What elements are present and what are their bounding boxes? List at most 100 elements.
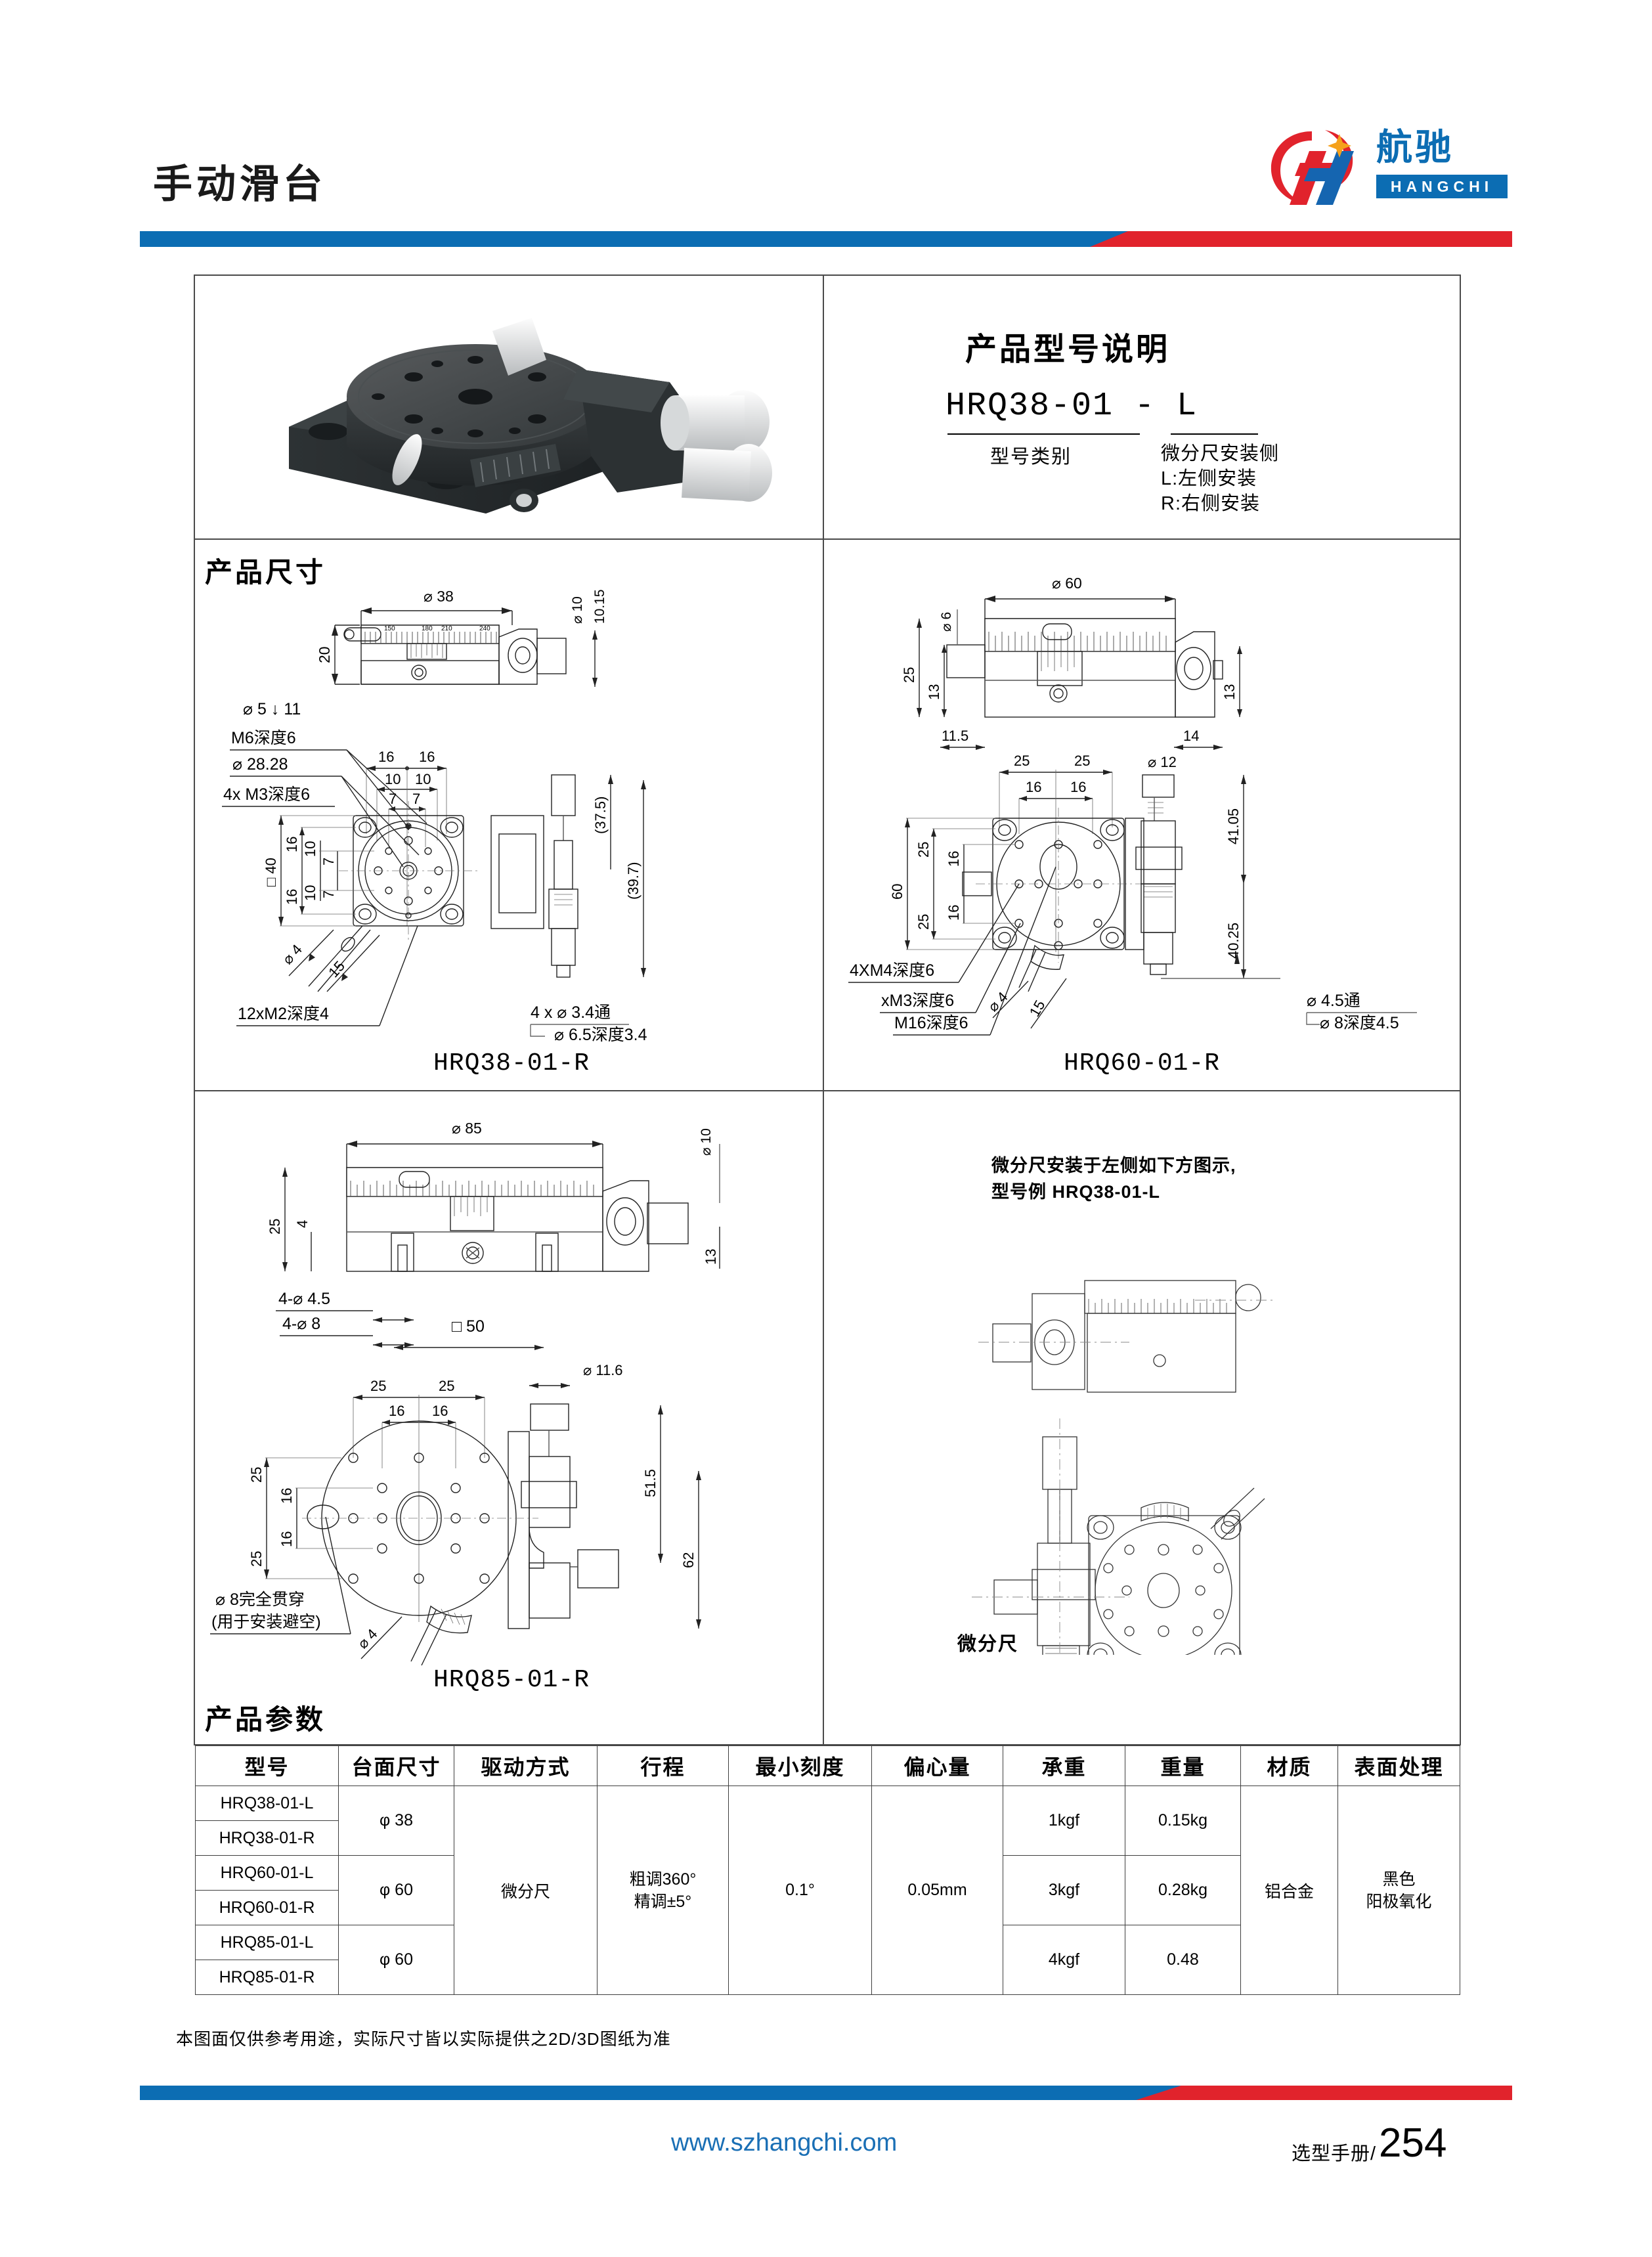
product-parameters-table: 型号 台面尺寸 驱动方式 行程 最小刻度 偏心量 承重 重量 材质 表面处理 H… xyxy=(195,1745,1460,1995)
dim-v4105: 41.05 xyxy=(1225,808,1242,844)
left-side-install-note: 微分尺安装于左侧如下方图示, 型号例 HRQ38-01-L xyxy=(991,1152,1236,1205)
label-c8: 4-⌀ 8 xyxy=(282,1315,320,1333)
model-code: HRQ38-01 - L xyxy=(946,387,1198,425)
page-number: 254 xyxy=(1379,2120,1447,2166)
dim-v25-a: 25 xyxy=(248,1467,265,1483)
cell-travel-line1: 粗调360° xyxy=(629,1870,697,1889)
dim-r13: 13 xyxy=(1221,684,1238,700)
cell-surface: 黑色 阳极氧化 xyxy=(1337,1786,1460,1995)
model-side-line1: 微分尺安装侧 xyxy=(1161,443,1280,464)
cell-eccentric: 0.05mm xyxy=(871,1786,1003,1995)
install-note-line2: 型号例 HRQ38-01-L xyxy=(991,1182,1161,1202)
frame-vertical-divider xyxy=(823,274,824,1743)
caption-hrq60: HRQ60-01-R xyxy=(1064,1049,1221,1078)
dim-v25-a: 25 xyxy=(915,842,932,858)
cell-load: 4kgf xyxy=(1003,1925,1125,1995)
dim-dia12: ⌀ 12 xyxy=(1148,754,1177,770)
dim-h60: 60 xyxy=(889,884,905,900)
cell-min-scale: 0.1° xyxy=(728,1786,872,1995)
th-load: 承重 xyxy=(1003,1745,1125,1786)
model-underline-type xyxy=(947,433,1140,435)
frame-horizontal-divider-1 xyxy=(194,538,1461,540)
label-4xm4: 4XM4深度6 xyxy=(850,961,934,980)
dim-v1015: 10.15 xyxy=(592,589,607,624)
dim-dia10: ⌀ 10 xyxy=(570,596,585,624)
th-material: 材质 xyxy=(1240,1745,1338,1786)
table-row: HRQ85-01-L φ 60 4kgf 0.48 xyxy=(195,1925,1460,1995)
cell-model: HRQ38-01-R xyxy=(195,1820,339,1856)
svg-text:210: 210 xyxy=(441,625,452,632)
cell-stage-size: φ 38 xyxy=(338,1786,454,1856)
dim-v7-a: 7 xyxy=(320,858,337,866)
dim-v10-b: 10 xyxy=(302,885,318,901)
label-m16: M16深度6 xyxy=(894,1014,968,1032)
brand-name-en: HANGCHI xyxy=(1376,175,1508,198)
model-explanation-title: 产品型号说明 xyxy=(965,332,1171,367)
cell-drive: 微分尺 xyxy=(454,1786,598,1995)
dim-dia116: ⌀ 11.6 xyxy=(583,1362,623,1378)
label-m6-depth6: M6深度6 xyxy=(231,729,296,747)
svg-text:150: 150 xyxy=(384,625,395,632)
cell-travel: 粗调360° 精调±5° xyxy=(597,1786,729,1995)
dim-g25-a: 25 xyxy=(370,1378,386,1394)
cell-material: 铝合金 xyxy=(1240,1786,1338,1995)
dim-g25-a: 25 xyxy=(1014,753,1030,769)
dim-v10-a: 10 xyxy=(302,841,318,857)
cell-load: 1kgf xyxy=(1003,1786,1125,1856)
dim-g16-a: 16 xyxy=(378,749,394,765)
section-heading-dimensions: 产品尺寸 xyxy=(205,557,326,588)
dim-v25-b: 25 xyxy=(248,1551,265,1567)
drawing-hrq85: ⌀ 85 xyxy=(210,1103,821,1675)
cell-weight: 0.48 xyxy=(1125,1925,1241,1995)
label-thru8: ⌀ 8完全贯穿 xyxy=(215,1590,305,1609)
frame-vertical-divider-lower xyxy=(823,1090,824,1745)
dim-dia10: ⌀ 10 xyxy=(699,1128,714,1156)
dim-h25: 25 xyxy=(267,1219,283,1235)
dim-g16-a: 16 xyxy=(1026,779,1041,795)
label-thru45: ⌀ 4.5通 xyxy=(1307,992,1360,1010)
dim-dia85: ⌀ 85 xyxy=(452,1120,482,1137)
th-model: 型号 xyxy=(195,1745,339,1786)
label-cb8: ⌀ 8深度4.5 xyxy=(1320,1014,1399,1032)
dim-g25-b: 25 xyxy=(439,1378,454,1394)
dim-r13: 13 xyxy=(703,1249,719,1265)
dim-v16-a: 16 xyxy=(946,851,962,867)
label-dia5-depth11: ⌀ 5 ↓ 11 xyxy=(243,700,301,718)
dim-g10-b: 10 xyxy=(415,771,431,787)
model-side-line2: L:左侧安装 xyxy=(1161,468,1257,489)
th-min-scale: 最小刻度 xyxy=(728,1745,872,1786)
dim-v16-a: 16 xyxy=(278,1488,295,1504)
dim-g7-a: 7 xyxy=(389,791,397,807)
dim-dia38: ⌀ 38 xyxy=(424,588,454,605)
dim-v16-a: 16 xyxy=(284,837,300,852)
company-website-link[interactable]: www.szhangchi.com xyxy=(671,2129,898,2157)
drawing-hrq38: ⌀ 38 xyxy=(210,558,821,1044)
table-row: HRQ60-01-R xyxy=(195,1890,1460,1925)
dim-d14: 14 xyxy=(1183,728,1199,744)
model-underline-side xyxy=(1171,433,1258,435)
dim-d15: 15 xyxy=(1026,997,1049,1020)
dim-g25-b: 25 xyxy=(1074,753,1090,769)
svg-text:180: 180 xyxy=(422,625,433,632)
micrometer-callout-label: 微分尺 xyxy=(957,1634,1019,1655)
dim-h25: 25 xyxy=(901,667,917,683)
label-4xm3: 4x M3深度6 xyxy=(223,785,310,804)
cell-load: 3kgf xyxy=(1003,1855,1125,1925)
svg-text:240: 240 xyxy=(479,625,490,632)
model-side-label: 微分尺安装侧 L:左侧安装 R:右侧安装 xyxy=(1161,441,1279,516)
dim-dia4: ⌀ 4 xyxy=(355,1625,381,1652)
dim-g10-a: 10 xyxy=(385,771,401,787)
hangchi-mark-icon xyxy=(1271,130,1354,205)
dim-v16-b: 16 xyxy=(278,1531,295,1547)
th-drive: 驱动方式 xyxy=(454,1745,598,1786)
th-weight: 重量 xyxy=(1125,1745,1241,1786)
dim-dia6: ⌀ 6 xyxy=(939,612,954,632)
th-eccentric: 偏心量 xyxy=(871,1745,1003,1786)
dim-v16-b: 16 xyxy=(284,889,300,905)
dim-v25-b: 25 xyxy=(915,914,932,930)
label-cb65: ⌀ 6.5深度3.4 xyxy=(554,1026,647,1044)
dim-v4025: 40.25 xyxy=(1225,923,1242,959)
model-type-label: 型号类别 xyxy=(990,447,1072,468)
dim-g7-b: 7 xyxy=(412,791,420,807)
